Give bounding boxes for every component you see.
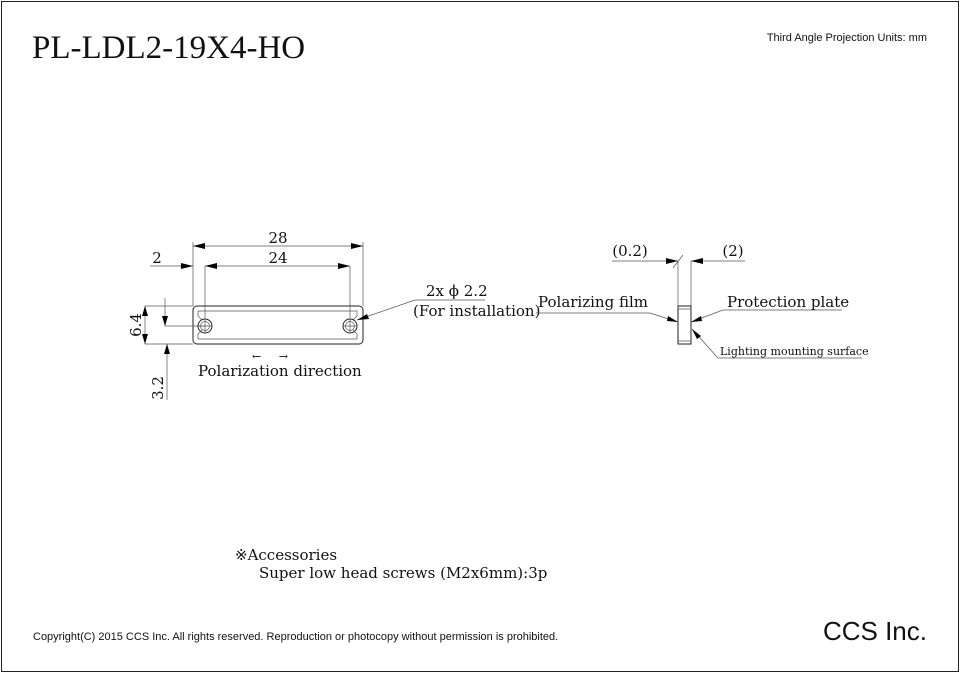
film-label: Polarizing film bbox=[538, 293, 648, 311]
plate-side-outline bbox=[677, 305, 692, 345]
dim-edge-offset: 2 bbox=[152, 249, 162, 267]
front-view: 28 24 2 6.4 3.2 2x ϕ 2.2 (For installati… bbox=[127, 229, 540, 400]
drawing-title: PL-LDL2-19X4-HO bbox=[32, 30, 305, 66]
dim-overall-width: 28 bbox=[268, 229, 287, 247]
mounting-hole-right-icon bbox=[342, 318, 358, 334]
plate-label: Protection plate bbox=[727, 293, 849, 311]
hole-callout: 2x ϕ 2.2 bbox=[426, 282, 488, 300]
polarization-label: Polarization direction bbox=[198, 362, 362, 380]
dim-hole-center: 3.2 bbox=[149, 376, 167, 400]
accessories-item: Super low head screws (M2x6mm):3p bbox=[259, 564, 547, 582]
plate-outline bbox=[192, 305, 364, 345]
company-name: CCS Inc. bbox=[823, 616, 927, 646]
projection-units: Third Angle Projection Units: mm bbox=[767, 32, 927, 44]
dim-film: (0.2) bbox=[612, 242, 648, 260]
hole-note: (For installation) bbox=[413, 302, 540, 320]
accessories-heading: ※Accessories bbox=[235, 546, 337, 564]
dim-height: 6.4 bbox=[127, 313, 145, 337]
dim-plate: (2) bbox=[722, 242, 743, 260]
polarization-arrows: ← → bbox=[252, 350, 288, 363]
side-view: (0.2) (2) Polarizing film Protection pla… bbox=[536, 242, 869, 359]
copyright: Copyright(C) 2015 CCS Inc. All rights re… bbox=[33, 631, 558, 643]
surface-label: Lighting mounting surface bbox=[720, 345, 869, 358]
dim-hole-pitch: 24 bbox=[268, 249, 287, 267]
